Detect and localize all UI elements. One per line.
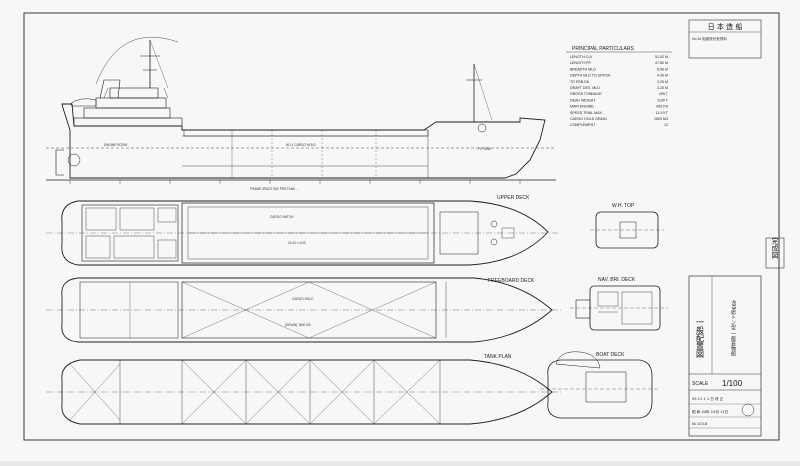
particular-value: 51.52 M — [655, 55, 668, 59]
stamp-text: 完成図 — [771, 237, 779, 260]
particular-name: DEPTH MLD TO UPP.DK — [570, 74, 611, 78]
particular-value: 1100 T — [657, 98, 669, 102]
scale-label: SCALE — [692, 381, 709, 387]
boat-deck-title: BOAT DECK — [596, 352, 625, 358]
title-block: 日 本 造 船 No.54 船舶設計室資料 499総トン型 一般貨物船 一般配置… — [688, 19, 762, 437]
particular-name: CARGO HOLD GRAIN — [570, 117, 607, 121]
particular-name: MAIN ENGINE — [570, 105, 594, 109]
frame-space-label: FRAME SPACE 550 FRS TANK ... — [250, 187, 299, 191]
particular-value: 950 PS — [656, 105, 668, 109]
freeboard-deck-plan — [46, 277, 562, 343]
particular-name: COMPLEMENT — [570, 123, 596, 127]
particular-name: LENGTH O.A. — [570, 55, 593, 59]
nav-bridge-deck-plan — [570, 285, 668, 331]
particular-name: LENGTH P.P. — [570, 61, 592, 65]
particular-value: 12 — [664, 123, 668, 127]
upper-deck-title: UPPER DECK — [497, 195, 530, 201]
profile-fore-label: F.P.TANK — [478, 147, 492, 151]
scale-value: 1/100 — [722, 379, 743, 388]
particular-name: GROSS TONNAGE — [570, 92, 602, 96]
particular-name: DRAFT DES. MLD — [570, 86, 600, 90]
particular-name: BREADTH MLD — [570, 67, 596, 71]
profile-hold-label: NO.1 CARGO HOLD — [286, 143, 316, 147]
nav-deck-title: NAV. BRI. DECK — [598, 277, 636, 283]
particulars-title: PRINCIPAL PARTICULARS — [572, 46, 634, 52]
profile-view — [46, 36, 556, 184]
tank-plan — [46, 359, 562, 425]
rev-line-3: № 103-8 — [692, 422, 708, 426]
project-name: 499総トン型 一般貨物船 — [730, 300, 736, 358]
wh-top-title: W.H. TOP — [612, 203, 635, 209]
tank-plan-title: TANK PLAN — [484, 354, 512, 360]
freeboard-deck-title: FREEBOARD DECK — [488, 278, 535, 284]
particular-value: 11.9 KT — [656, 111, 669, 115]
rev-line-2: 昭 和 44年 10月 11日 — [692, 409, 728, 414]
particular-value: 47.80 M — [655, 61, 668, 65]
upper-deck-plan — [46, 200, 560, 266]
profile-aft-label: ENGINE ROOM — [104, 143, 127, 147]
particulars-table: PRINCIPAL PARTICULARS LENGTH O.A. 51.52 M… — [566, 46, 672, 127]
company-seal-icon — [741, 403, 755, 417]
particular-value: 3.20 M — [657, 80, 668, 84]
title-header: 日 本 造 船 — [708, 22, 743, 31]
freeboard-hold-label: CARGO HOLD — [292, 297, 314, 301]
particular-value: 499 T — [659, 92, 669, 96]
particular-value: 8.50 M — [657, 67, 668, 71]
boat-deck-plan — [540, 351, 660, 419]
rev-line-1: 59.11 1 1 日 改 正 — [692, 396, 724, 401]
particular-name: TO FRB.DK — [570, 80, 590, 84]
upper-hatch-dims: 21.00 × 6.00 — [288, 241, 306, 245]
drawing-title: 一般配置図 — [696, 318, 705, 359]
title-small-note: No.54 船舶設計室資料 — [692, 36, 727, 41]
wheelhouse-top-plan — [590, 211, 664, 249]
upper-hatch-label: CARGO HATCH — [270, 215, 294, 219]
particular-value: 4.30 M — [657, 74, 668, 78]
completion-stamp: 完成図 — [765, 237, 785, 269]
particular-name: SPEED TRIAL MAX. — [570, 111, 603, 115]
particular-value: 1600 M3 — [654, 117, 668, 121]
freeboard-hold-capacity: (GRAIN) 1600 M3 — [285, 323, 311, 327]
particular-value: 3.20 M — [657, 86, 668, 90]
particular-name: DEAD WEIGHT — [570, 98, 596, 102]
